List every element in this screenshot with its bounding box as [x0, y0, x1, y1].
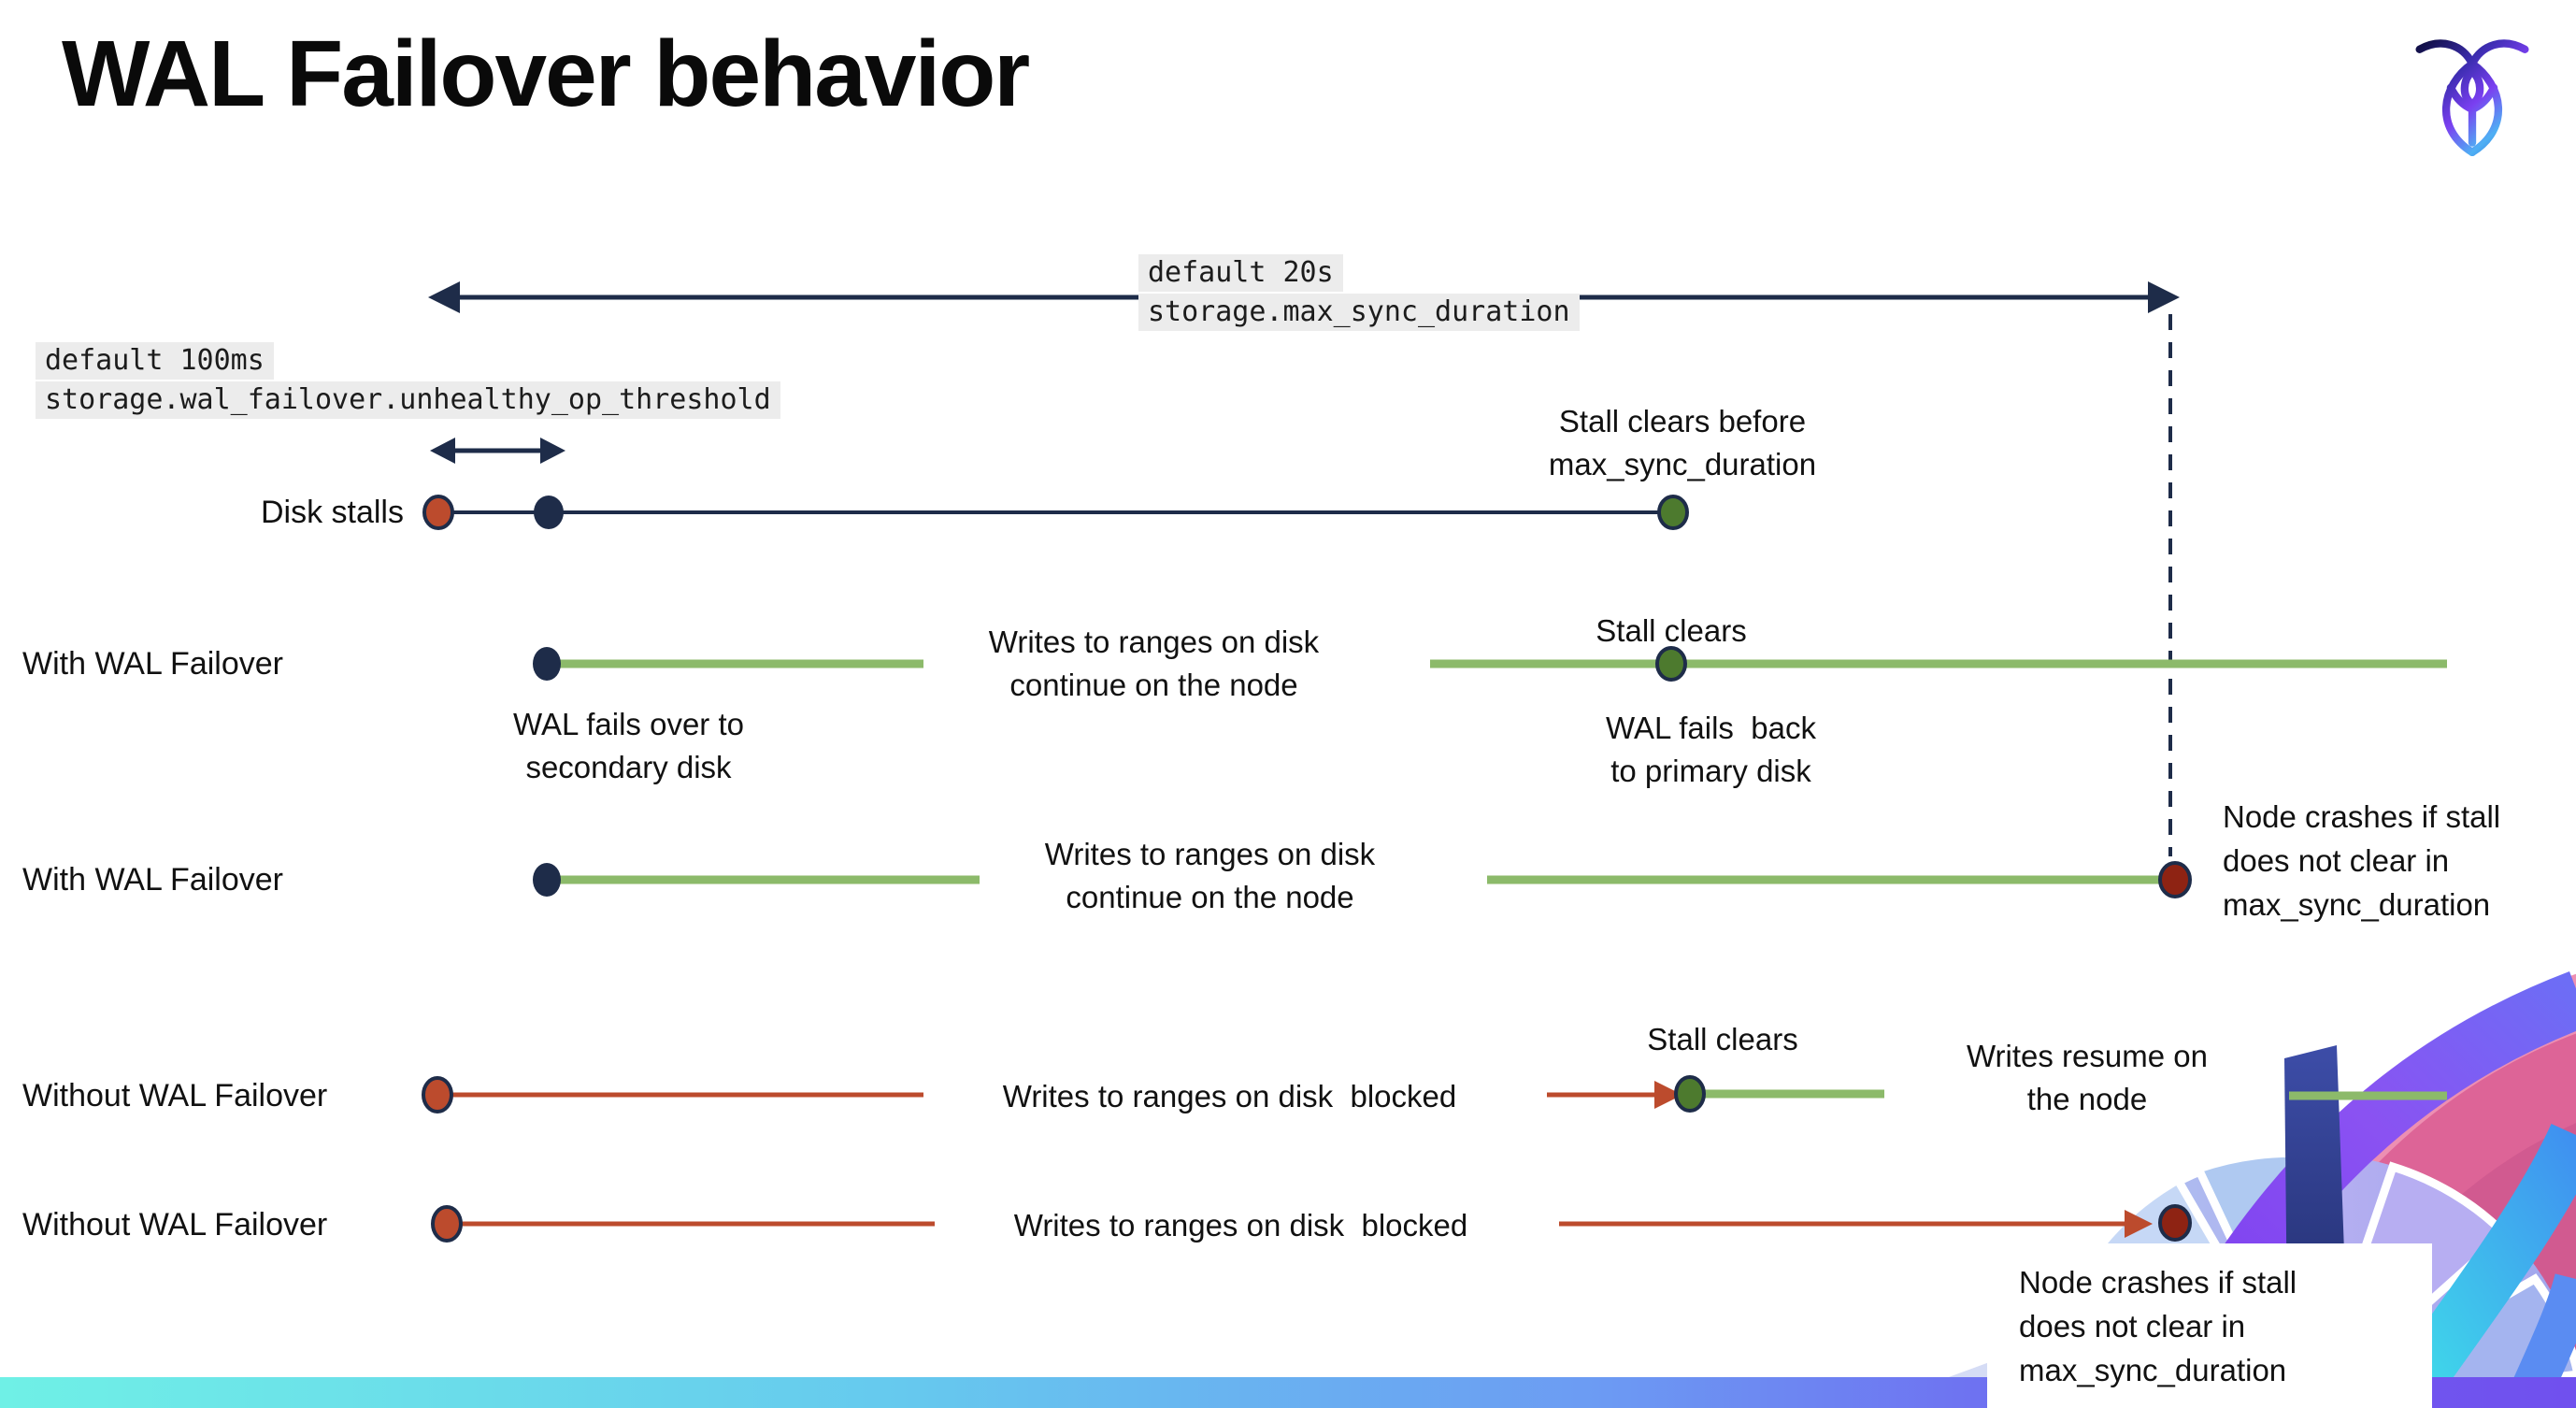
- note-writes-resume: Writes resume on the node: [1967, 1039, 2208, 1116]
- node-crash-dot: [2158, 1204, 2192, 1242]
- page-title: WAL Failover behavior: [62, 22, 1030, 126]
- row-label-with-failover-1: With WAL Failover: [22, 646, 283, 682]
- node-crash-dot: [2158, 861, 2192, 898]
- crash-note-box: Node crashes if stall does not clear in …: [1987, 1243, 2432, 1408]
- cockroachdb-logo-icon: [2415, 39, 2529, 157]
- failover-trigger-dot: [534, 496, 564, 529]
- note-stall-clears-2: Stall clears: [1647, 1022, 1798, 1056]
- row-label-without-failover-2: Without WAL Failover: [22, 1207, 328, 1243]
- failback-dot: [1655, 646, 1687, 682]
- note-stall-clears-1: Stall clears: [1596, 613, 1747, 648]
- max-sync-default-chip: default 20s: [1138, 254, 1343, 292]
- row-disk-stalls: [422, 495, 1689, 530]
- row-label-without-failover-1: Without WAL Failover: [22, 1078, 328, 1113]
- note-writes-continue-1: Writes to ranges on disk continue on the…: [988, 625, 1320, 702]
- note-writes-continue-2: Writes to ranges on disk continue on the…: [1044, 837, 1376, 914]
- note-wal-fails-over: WAL fails over to secondary disk: [513, 707, 744, 784]
- note-node-crashes-2: Node crashes if stall does not clear in …: [2019, 1265, 2297, 1387]
- failover-dot: [533, 647, 561, 681]
- threshold-default-chip: default 100ms: [36, 342, 274, 380]
- failover-dot: [533, 863, 561, 897]
- row-label-with-failover-2: With WAL Failover: [22, 862, 283, 898]
- row-without-failover-crash: [431, 1204, 2192, 1243]
- row-without-failover-clears: [422, 1075, 2447, 1113]
- note-writes-blocked-2: Writes to ranges on disk blocked: [1013, 1208, 1468, 1243]
- stall-start-dot: [422, 1076, 453, 1113]
- stall-clears-dot: [1657, 495, 1689, 530]
- row-with-failover-crash: [533, 861, 2192, 898]
- stall-start-dot: [431, 1205, 463, 1243]
- threshold-setting-chip: storage.wal_failover.unhealthy_op_thresh…: [36, 381, 780, 419]
- note-writes-blocked-1: Writes to ranges on disk blocked: [1002, 1079, 1457, 1113]
- note-node-crashes-1: Node crashes if stall does not clear in …: [2223, 799, 2501, 922]
- row-label-disk-stalls: Disk stalls: [260, 495, 404, 530]
- note-stall-clears-before: Stall clears before max_sync_duration: [1548, 404, 1817, 481]
- note-wal-fails-back: WAL fails back to primary disk: [1606, 711, 1816, 788]
- max-sync-setting-chip: storage.max_sync_duration: [1138, 294, 1580, 331]
- unhealthy-op-threshold-arrow: [430, 438, 565, 464]
- stall-start-dot: [422, 495, 454, 530]
- stall-clears-dot: [1674, 1075, 1706, 1113]
- row-with-failover-clears: [533, 646, 2447, 682]
